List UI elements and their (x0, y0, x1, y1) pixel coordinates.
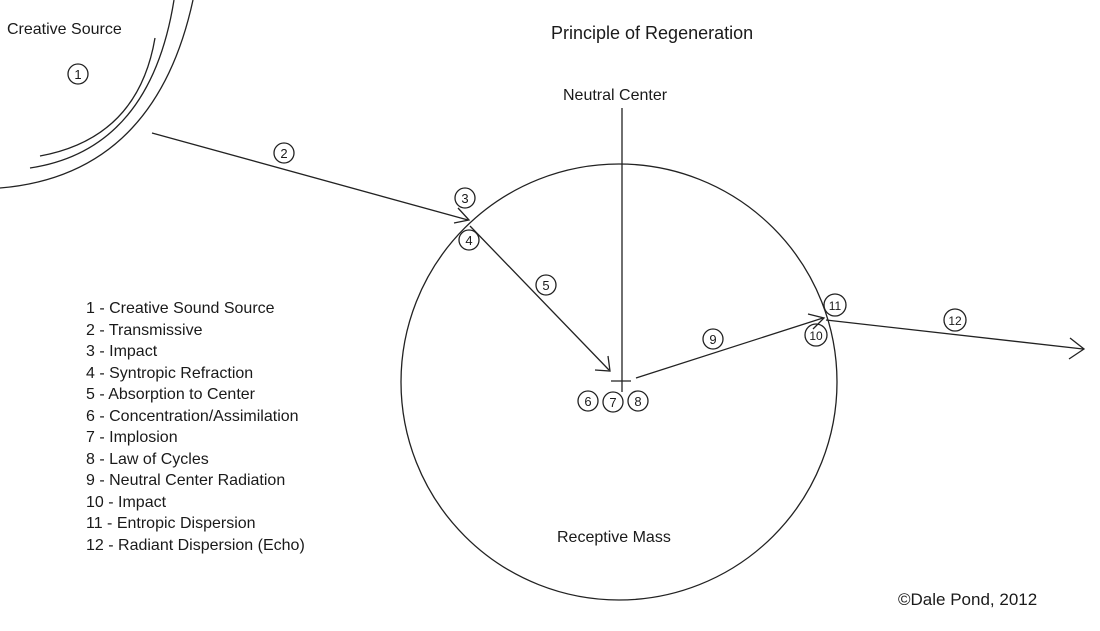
marker-8: 8 (627, 390, 649, 412)
transmissive-arrowhead (453, 207, 471, 224)
radiant-dispersion-ray (825, 319, 1084, 350)
legend-item: 11 - Entropic Dispersion (86, 515, 256, 532)
radiant-dispersion-arrowhead (1068, 337, 1086, 360)
neutral-center-label: Neutral Center (563, 87, 668, 104)
legend-item: 2 - Transmissive (86, 321, 203, 339)
marker-12: 12 (943, 308, 967, 332)
absorption-ray (469, 225, 610, 371)
transmissive-ray (151, 132, 469, 221)
creative-source-label: Creative Source (7, 21, 122, 38)
legend-item: 3 - Impact (86, 343, 158, 360)
creative-source-inner-arc (39, 37, 156, 157)
legend-item: 8 - Law of Cycles (86, 450, 209, 468)
legend-item: 9 - Neutral Center Radiation (86, 472, 286, 489)
legend-item: 10 - Impact (86, 493, 167, 511)
svg-text:10: 10 (809, 329, 823, 343)
svg-text:2: 2 (280, 146, 287, 161)
creative-source-middle-arc (29, 0, 175, 169)
legend-item: 4 - Syntropic Refraction (86, 364, 254, 382)
absorption-arrowhead (594, 355, 611, 372)
radiation-ray (635, 317, 824, 379)
marker-10: 10 (804, 323, 828, 347)
svg-text:5: 5 (542, 278, 549, 293)
receptive-mass-label: Receptive Mass (557, 529, 671, 546)
svg-text:6: 6 (584, 394, 591, 409)
svg-text:4: 4 (465, 233, 472, 248)
copyright-credit: ©Dale Pond, 2012 (898, 590, 1038, 609)
marker-1: 1 (67, 63, 89, 85)
legend-item: 1 - Creative Sound Source (86, 300, 275, 317)
svg-text:1: 1 (74, 67, 81, 82)
legend-item: 5 - Absorption to Center (86, 386, 255, 403)
svg-text:8: 8 (634, 394, 641, 409)
marker-6: 6 (577, 390, 599, 412)
marker-2: 2 (273, 142, 295, 164)
marker-11: 11 (823, 293, 847, 317)
legend-item: 12 - Radiant Dispersion (Echo) (86, 536, 305, 554)
marker-9: 9 (702, 328, 724, 350)
legend-item: 7 - Implosion (86, 429, 178, 446)
marker-5: 5 (535, 274, 557, 296)
svg-text:11: 11 (829, 299, 842, 313)
svg-text:3: 3 (461, 191, 468, 206)
receptive-mass-circle (400, 163, 838, 601)
marker-7: 7 (602, 391, 624, 413)
marker-4: 4 (458, 229, 480, 251)
creative-source-outer-arc (0, 0, 194, 189)
diagram-title: Principle of Regeneration (551, 23, 754, 43)
svg-text:7: 7 (609, 395, 616, 410)
svg-text:9: 9 (709, 332, 716, 347)
radiation-arrowhead (807, 313, 826, 330)
legend-item: 6 - Concentration/Assimilation (86, 407, 299, 425)
marker-3: 3 (454, 187, 476, 209)
legend-list: 1 - Creative Sound Source 2 - Transmissi… (86, 298, 305, 556)
svg-text:12: 12 (948, 314, 962, 328)
